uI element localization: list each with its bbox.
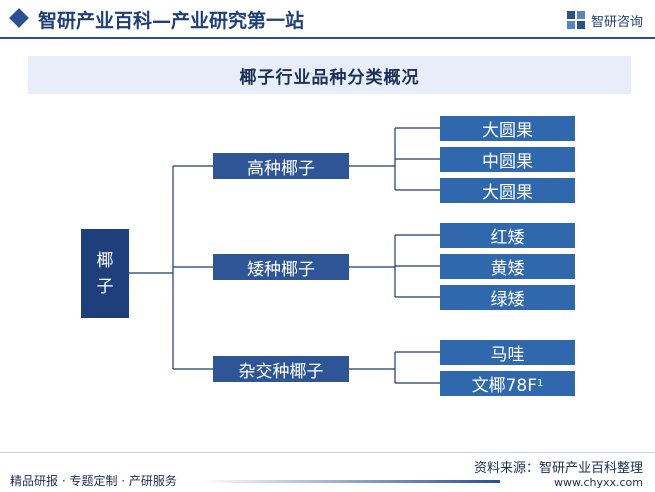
leaf-node: 大圆果 — [440, 178, 575, 203]
brand-logo-icon — [566, 11, 585, 29]
diagram-title-band: 椰子行业品种分类概况 — [28, 56, 631, 94]
diagram-title: 椰子行业品种分类概况 — [239, 67, 420, 88]
brand-name: 智研咨询 — [590, 14, 643, 30]
brand[interactable]: 智研咨询 — [566, 9, 643, 31]
group-node-dwarf: 矮种椰子 — [213, 254, 349, 280]
group-node-tall: 高种椰子 — [213, 153, 349, 179]
leaf-node: 马哇 — [440, 340, 575, 365]
group-node-hybrid: 杂交种椰子 — [213, 356, 349, 382]
footer-source: 资料来源：智研产业百科整理 — [473, 461, 643, 476]
diamond-icon — [9, 8, 29, 28]
leaf-subscript: 1 — [537, 378, 544, 389]
leaf-node: 大圆果 — [440, 116, 575, 141]
footer-tagline: 精品研报 · 专题定制 · 产研服务 — [10, 474, 177, 488]
leaf-node: 红矮 — [440, 223, 575, 248]
header: 智研产业百科—产业研究第一站 智研咨询 — [0, 0, 655, 40]
leaf-node: 中圆果 — [440, 147, 575, 172]
root-label-line1: 椰 — [96, 250, 114, 271]
leaf-label: 文椰78F — [471, 376, 538, 396]
footer-accent-bar — [200, 480, 500, 483]
root-label-line2: 子 — [96, 276, 114, 297]
leaf-node: 绿矮 — [440, 285, 575, 310]
root-node: 椰 子 — [81, 229, 129, 318]
footer-url-link[interactable]: www.chyxx.com — [553, 476, 643, 489]
page-header-title: 智研产业百科—产业研究第一站 — [38, 10, 305, 32]
header-rule — [0, 37, 655, 39]
leaf-node: 黄矮 — [440, 254, 575, 279]
footer-rule — [0, 452, 655, 453]
